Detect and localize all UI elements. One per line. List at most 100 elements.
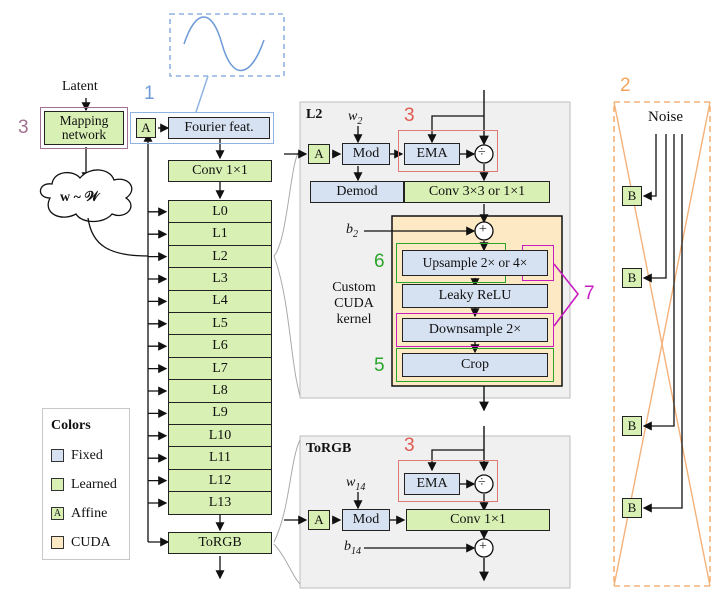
div-symbol-torgb: ÷ xyxy=(478,475,486,490)
marker-3-ema-l2: 3 xyxy=(404,105,415,126)
downsample-label: Downsample 2× xyxy=(428,322,522,337)
marker-3-mapping: 3 xyxy=(18,117,29,138)
legend-label: Learned xyxy=(71,477,117,492)
mod-block-torgb[interactable]: Mod xyxy=(342,509,390,531)
legend-title: Colors xyxy=(51,418,91,433)
torgb-w-label: w14 xyxy=(346,475,366,493)
layer-label: L7 xyxy=(212,360,228,376)
custom-cuda-label-wrap: Custom CUDA kernel xyxy=(316,276,392,332)
layer-label: L3 xyxy=(212,270,228,286)
marker-1-fourier: 1 xyxy=(144,83,155,104)
fourier-plot-box xyxy=(169,13,285,77)
resample-brace xyxy=(553,263,580,327)
layer-label: L8 xyxy=(212,382,228,398)
layer-block-l9[interactable]: L9 xyxy=(168,401,272,426)
mapping-network-label: Mapping network xyxy=(59,112,109,142)
marker-6-upsample: 6 xyxy=(374,251,385,272)
plus-circle-torgb xyxy=(474,538,494,558)
ema-highlight-torgb xyxy=(398,460,498,502)
mod-block-l2[interactable]: Mod xyxy=(342,143,390,165)
noise-b-block-3[interactable]: B xyxy=(622,416,642,436)
torgb-block[interactable]: ToRGB xyxy=(168,532,272,554)
noise-b-label: B xyxy=(627,418,637,433)
affine-block-fourier[interactable]: A xyxy=(136,118,156,138)
torgb-panel-title: ToRGB xyxy=(306,441,352,456)
fourier-features-block[interactable]: Fourier feat. xyxy=(168,117,270,139)
layer-block-l12[interactable]: L12 xyxy=(168,468,272,493)
crop-label: Crop xyxy=(461,357,489,372)
layer-label: L4 xyxy=(212,293,228,309)
conv-1x1-block-torgb[interactable]: Conv 1×1 xyxy=(406,509,550,531)
noise-b-label: B xyxy=(627,500,637,515)
layer-block-l7[interactable]: L7 xyxy=(168,356,272,381)
layer-block-l8[interactable]: L8 xyxy=(168,379,272,403)
demod-label: Demod xyxy=(336,184,378,199)
conv-3x3-label: Conv 3×3 or 1×1 xyxy=(428,184,526,199)
torgb-label: ToRGB xyxy=(198,535,242,550)
layer-block-l3[interactable]: L3 xyxy=(168,267,272,291)
downsample-highlight xyxy=(396,313,554,347)
l2-w-label: w2 xyxy=(348,109,363,127)
mod-label: Mod xyxy=(352,146,380,161)
legend-label: CUDA xyxy=(71,535,111,550)
layer-block-l11[interactable]: L11 xyxy=(168,446,272,470)
marker-2-noise: 2 xyxy=(620,75,631,96)
layer-block-l13[interactable]: L13 xyxy=(168,491,272,515)
mapping-network-block[interactable]: Mapping network xyxy=(44,111,124,145)
ema-block-l2[interactable]: EMA xyxy=(404,143,460,165)
w-cloud-shape xyxy=(39,169,133,223)
div-symbol-l2: ÷ xyxy=(478,145,486,160)
legend-swatch-cuda xyxy=(51,536,64,549)
layer-label: L5 xyxy=(212,315,228,331)
fourier-features-label: Fourier feat. xyxy=(184,120,254,135)
layer-block-l10[interactable]: L10 xyxy=(168,424,272,448)
layer-label: L12 xyxy=(208,472,232,488)
noise-b-block-4[interactable]: B xyxy=(622,498,642,518)
legend-swatch-learned xyxy=(51,478,64,491)
custom-cuda-label: Custom CUDA kernel xyxy=(332,279,376,328)
demod-block-l2[interactable]: Demod xyxy=(310,181,404,203)
layer-block-l4[interactable]: L4 xyxy=(168,289,272,314)
div-circle-l2 xyxy=(474,144,494,164)
affine-label: A xyxy=(314,146,324,161)
layer-block-l1[interactable]: L1 xyxy=(168,222,272,246)
affine-block-l2[interactable]: A xyxy=(308,144,330,164)
noise-b-block-2[interactable]: B xyxy=(622,268,642,288)
layer-label: L10 xyxy=(208,427,232,443)
upsample-label: Upsample 2× or 4× xyxy=(422,255,528,270)
w-space-label: w ~ 𝒲 xyxy=(60,190,100,205)
downsample-block[interactable]: Downsample 2× xyxy=(402,318,548,342)
conv-1x1-label: Conv 1×1 xyxy=(450,512,506,527)
crop-block[interactable]: Crop xyxy=(402,353,548,377)
layer-label: L9 xyxy=(212,405,228,421)
crop-highlight xyxy=(396,348,554,382)
conv-1x1-block[interactable]: Conv 1×1 xyxy=(168,160,272,182)
layer-block-l0[interactable]: L0 xyxy=(168,200,272,224)
layer-block-l2[interactable]: L2 xyxy=(168,244,272,269)
legend-label: Affine xyxy=(71,506,108,521)
mapping-highlight xyxy=(40,107,128,149)
noise-b-block-1[interactable]: B xyxy=(622,186,642,206)
marker-5-crop: 5 xyxy=(374,355,385,376)
l2-bias-label: b2 xyxy=(346,222,358,240)
layer-label: L1 xyxy=(212,226,228,242)
torgb-bias-label: b14 xyxy=(344,539,361,557)
layer-label: L13 xyxy=(208,494,232,510)
layer-block-l6[interactable]: L6 xyxy=(168,334,272,358)
leaky-relu-label: Leaky ReLU xyxy=(438,288,512,303)
latent-label: Latent xyxy=(62,79,98,94)
conv-3x3-block-l2[interactable]: Conv 3×3 or 1×1 xyxy=(404,181,550,203)
affine-block-torgb[interactable]: A xyxy=(308,510,330,530)
layer-label: L2 xyxy=(212,248,228,264)
noise-b-label: B xyxy=(627,270,637,285)
l2-panel-title: L2 xyxy=(306,107,323,122)
upsample-block[interactable]: Upsample 2× or 4× xyxy=(402,250,548,276)
layer-block-l5[interactable]: L5 xyxy=(168,312,272,336)
ema-block-torgb[interactable]: EMA xyxy=(404,473,460,495)
legend-swatch-glyph: A xyxy=(53,508,62,519)
noise-label: Noise xyxy=(646,109,685,125)
layer-label: L0 xyxy=(212,203,228,219)
leaky-relu-block[interactable]: Leaky ReLU xyxy=(402,284,548,308)
noise-b-label: B xyxy=(627,188,637,203)
